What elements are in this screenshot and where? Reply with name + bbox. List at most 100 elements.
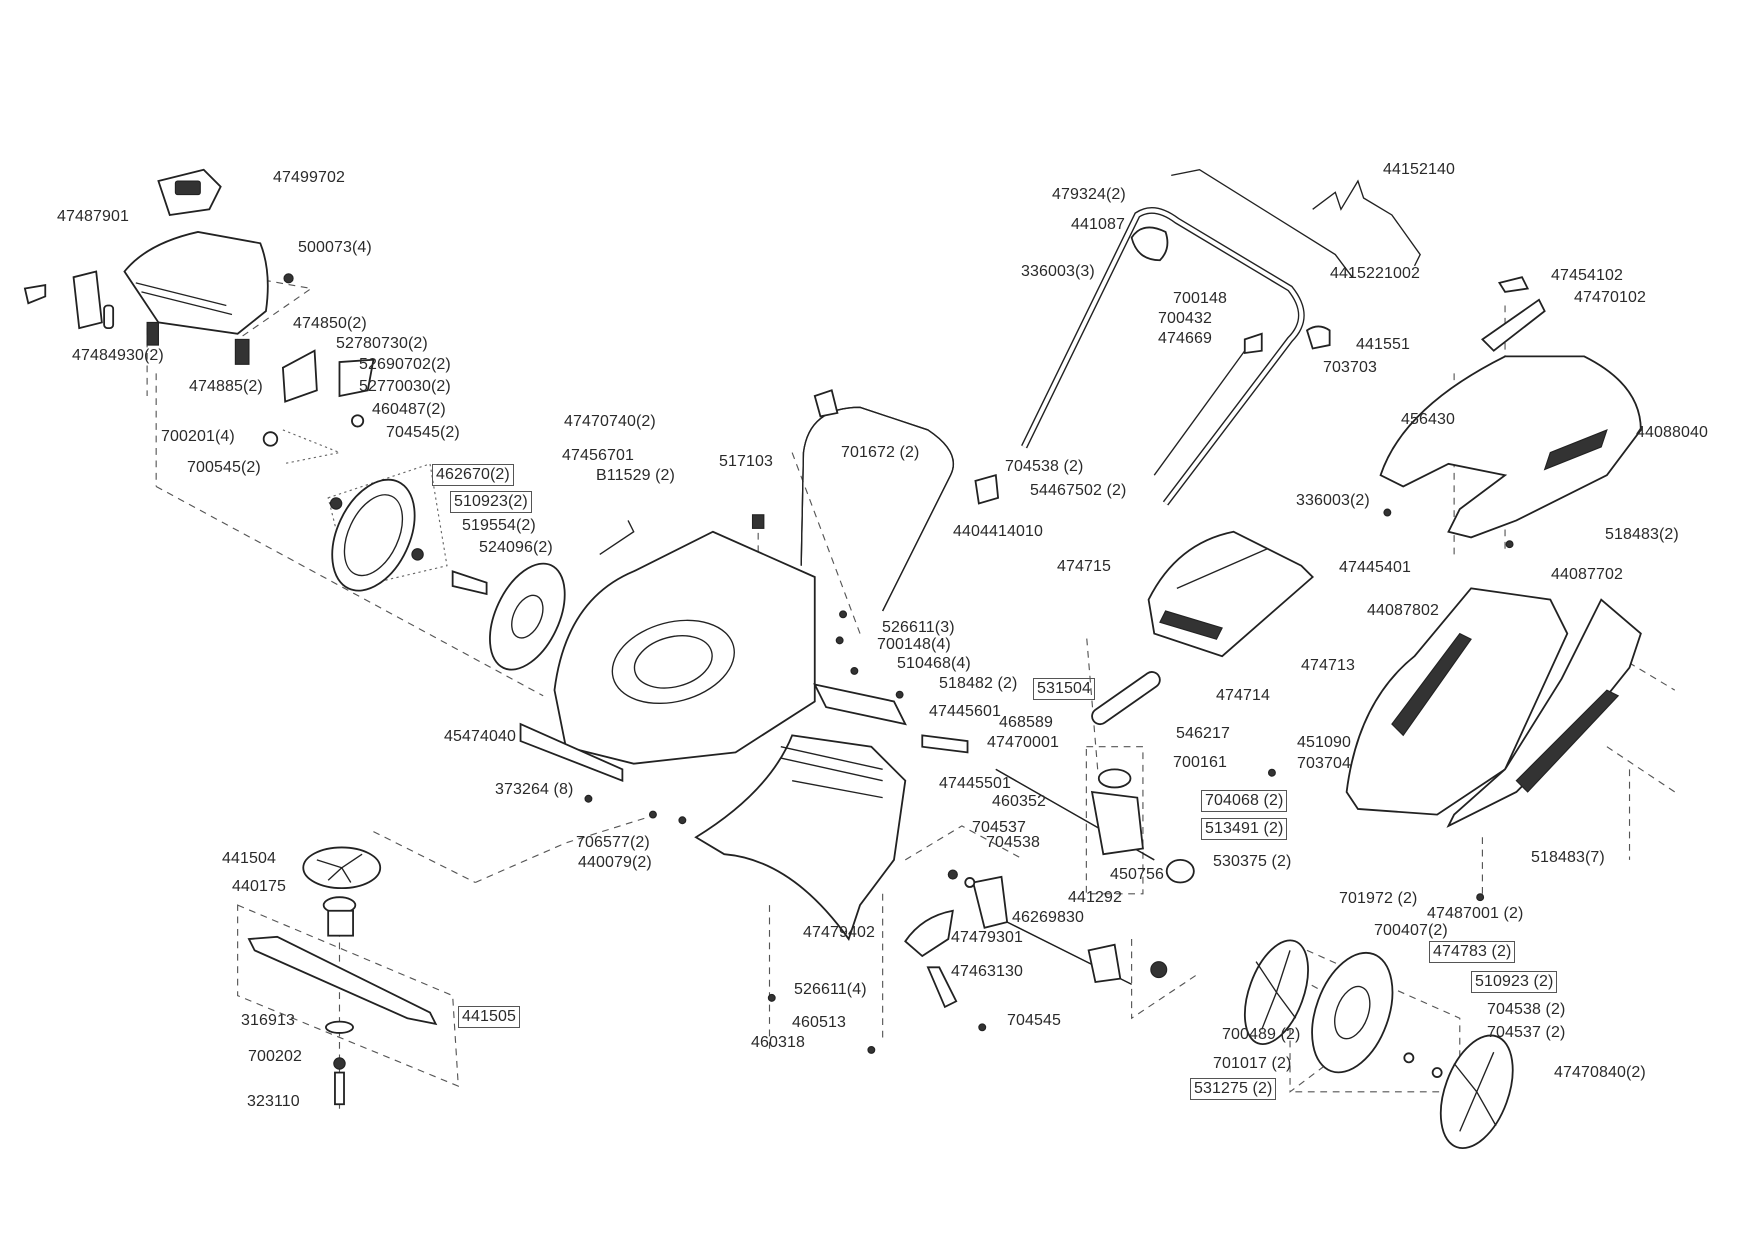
part-number-label: 704537 (2)	[1487, 1024, 1566, 1041]
part-number-label: 47470840(2)	[1554, 1064, 1646, 1081]
drive-assembly	[972, 671, 1195, 985]
part-number-label: 518483(7)	[1531, 849, 1605, 866]
part-number-label: 45474040	[444, 728, 516, 745]
part-number-label: 451090	[1297, 734, 1351, 751]
part-number-label: 546217	[1176, 725, 1230, 742]
assembly-line	[1085, 746, 1144, 895]
part-number-label: 316913	[241, 1012, 295, 1029]
part-number-label: 704537	[972, 819, 1026, 836]
part-number-label: 700161	[1173, 754, 1227, 771]
assembly-line	[904, 825, 1025, 861]
part-number-label: 474714	[1216, 687, 1270, 704]
part-number-label: 336003(3)	[1021, 263, 1095, 280]
part-number-label: 440079(2)	[578, 854, 652, 871]
part-number-label: 460318	[751, 1034, 805, 1051]
part-number-label: 704538 (2)	[1005, 458, 1084, 475]
part-number-label: 462670(2)	[432, 464, 514, 486]
height-lever	[904, 909, 958, 1009]
part-number-label: 704538	[986, 834, 1040, 851]
part-number-label: 460513	[792, 1014, 846, 1031]
part-number-label: 47470740(2)	[564, 413, 656, 430]
part-number-label: 47470102	[1574, 289, 1646, 306]
part-number-label: 4404414010	[953, 523, 1043, 540]
grass-catcher-top	[1379, 276, 1642, 539]
part-number-label: 47463130	[951, 963, 1023, 980]
part-number-label: 510923 (2)	[1471, 971, 1558, 993]
part-number-label: 54467502 (2)	[1030, 482, 1127, 499]
part-number-label: 510468(4)	[897, 655, 971, 672]
part-number-label: 700201(4)	[161, 428, 235, 445]
part-number-label: 52780730(2)	[336, 335, 428, 352]
height-adjust-bracket-right	[234, 338, 375, 447]
assembly-line	[1617, 655, 1676, 691]
part-number-label: 47479301	[951, 929, 1023, 946]
engine-cover	[123, 168, 269, 335]
part-number-label: 336003(2)	[1296, 492, 1370, 509]
part-number-label: 47470001	[987, 734, 1059, 751]
part-number-label: 474715	[1057, 558, 1111, 575]
part-number-label: 47454102	[1551, 267, 1623, 284]
part-number-label: 474885(2)	[189, 378, 263, 395]
part-number-label: 701672 (2)	[841, 444, 920, 461]
part-number-label: 44087802	[1367, 602, 1439, 619]
part-number-label: 700489 (2)	[1222, 1026, 1301, 1043]
part-number-label: 519554(2)	[462, 517, 536, 534]
part-number-label: 704538 (2)	[1487, 1001, 1566, 1018]
front-wheel	[329, 478, 566, 671]
part-number-label: 46269830	[1012, 909, 1084, 926]
part-number-label: 474669	[1158, 330, 1212, 347]
part-number-label: 460352	[992, 793, 1046, 810]
catcher-rear-cover	[1147, 530, 1314, 658]
part-number-label: 704068 (2)	[1201, 790, 1288, 812]
part-number-label: 441505	[458, 1006, 520, 1028]
part-number-label: 47499702	[273, 169, 345, 186]
part-number-label: 700432	[1158, 310, 1212, 327]
assembly-line	[475, 814, 657, 884]
assembly-line	[282, 429, 342, 465]
assembly-line	[155, 485, 544, 697]
part-number-label: 44088040	[1636, 424, 1708, 441]
part-number-label: 440175	[232, 878, 286, 895]
part-number-label: 44152140	[1383, 161, 1455, 178]
part-number-label: 701017 (2)	[1213, 1055, 1292, 1072]
part-number-label: 47445501	[939, 775, 1011, 792]
part-number-label: B11529 (2)	[596, 467, 675, 484]
lower-handle	[800, 389, 1000, 612]
part-number-label: 47445601	[929, 703, 1001, 720]
part-number-label: 524096(2)	[479, 539, 553, 556]
assembly-line	[1606, 746, 1676, 793]
part-number-label: 474850(2)	[293, 315, 367, 332]
part-number-label: 700407(2)	[1374, 922, 1448, 939]
part-number-label: 474713	[1301, 657, 1355, 674]
part-number-label: 456430	[1401, 411, 1455, 428]
part-number-label: 47456701	[562, 447, 634, 464]
part-number-label: 706577(2)	[576, 834, 650, 851]
part-number-label: 441087	[1071, 216, 1125, 233]
part-number-label: 479324(2)	[1052, 186, 1126, 203]
part-number-label: 460487(2)	[372, 401, 446, 418]
assembly-line	[373, 831, 476, 883]
part-number-label: 441504	[222, 850, 276, 867]
part-number-label: 531275 (2)	[1190, 1078, 1277, 1100]
assembly-line	[237, 904, 459, 1087]
part-number-label: 468589	[999, 714, 1053, 731]
part-number-label: 474783 (2)	[1429, 941, 1516, 963]
part-number-label: 441551	[1356, 336, 1410, 353]
upper-handle	[1021, 168, 1421, 506]
part-number-label: 450756	[1110, 866, 1164, 883]
part-number-label: 518483(2)	[1605, 526, 1679, 543]
part-number-label: 526611(4)	[794, 981, 867, 998]
part-number-label: 700545(2)	[187, 459, 261, 476]
rear-wheel	[1150, 939, 1514, 1150]
part-number-label: 703703	[1323, 359, 1377, 376]
assembly-line	[1085, 633, 1099, 770]
part-number-label: 518482 (2)	[939, 675, 1018, 692]
part-number-label: 700148(4)	[877, 636, 951, 653]
mower-deck	[519, 514, 816, 782]
part-number-label: 47484930(2)	[72, 347, 164, 364]
part-number-label: 700148	[1173, 290, 1227, 307]
blade-assembly	[247, 846, 438, 1106]
assembly-line	[1131, 939, 1200, 1020]
